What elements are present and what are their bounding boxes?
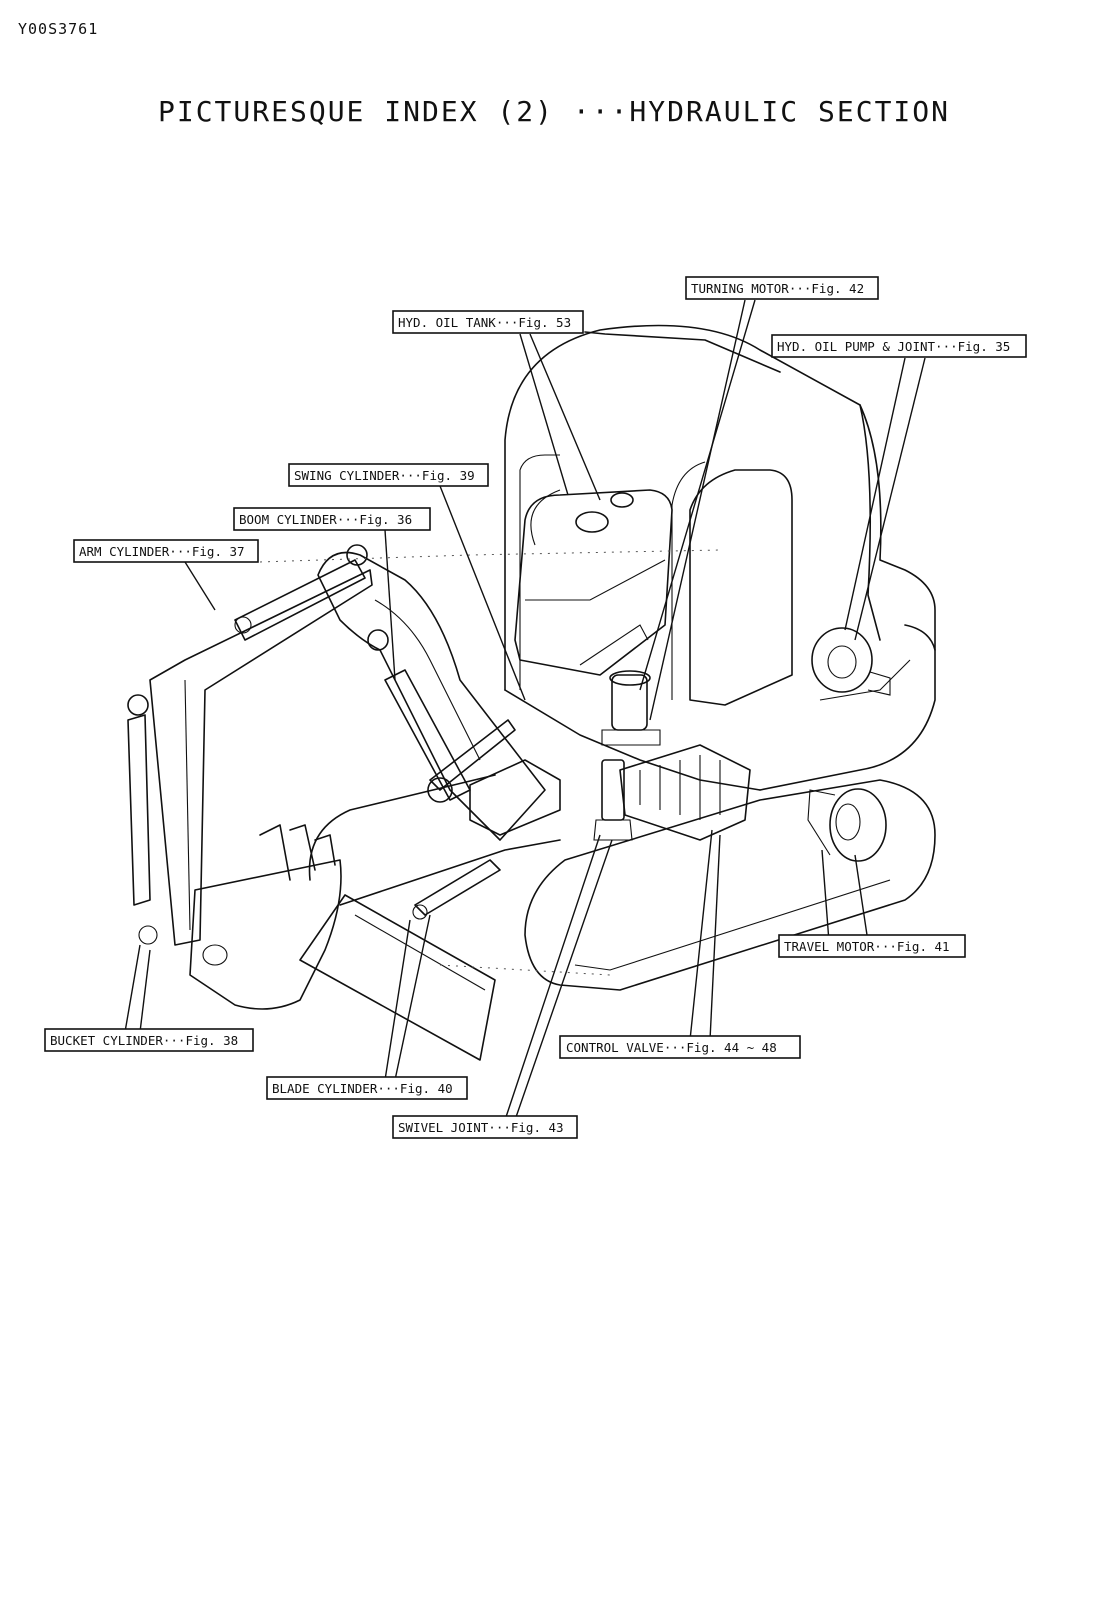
leader-control-valve	[689, 829, 713, 1041]
dozer-blade	[299, 894, 496, 1061]
callout-control-valve-label: CONTROL VALVE···Fig. 44 ~ 48	[566, 1040, 777, 1055]
swing-bracket	[469, 759, 561, 836]
tank-front-face	[525, 559, 666, 601]
callout-arm-cylinder-label: ARM CYLINDER···Fig. 37	[79, 544, 245, 559]
leader-turning-motor-2	[649, 299, 746, 721]
leader-boom-cylinder	[384, 529, 396, 681]
leader-swivel-joint-2	[514, 839, 613, 1121]
counterweight	[759, 624, 936, 791]
leader-blade-cylinder-2	[394, 914, 431, 1081]
boom-cylinder	[384, 669, 471, 801]
arm	[149, 569, 373, 946]
leader-hyd-oil-tank-2	[529, 333, 601, 501]
leader-bucket-cylinder-2	[139, 949, 151, 1033]
callout-travel-motor-label: TRAVEL MOTOR···Fig. 41	[784, 939, 950, 954]
boom-cylinder-pin-top	[367, 629, 389, 651]
callout-bucket-cylinder: BUCKET CYLINDER···Fig. 38	[44, 1028, 254, 1052]
right-track	[524, 779, 936, 991]
leader-hyd-oil-pump	[844, 357, 906, 631]
cab-outline	[504, 324, 881, 691]
callout-swivel-joint-label: SWIVEL JOINT···Fig. 43	[398, 1120, 564, 1135]
callout-hyd-oil-tank: HYD. OIL TANK···Fig. 53	[392, 310, 584, 334]
document-id: Y00S3761	[18, 20, 99, 38]
callout-control-valve: CONTROL VALVE···Fig. 44 ~ 48	[559, 1035, 801, 1059]
callout-travel-motor: TRAVEL MOTOR···Fig. 41	[778, 934, 966, 958]
callout-arm-cylinder: ARM CYLINDER···Fig. 37	[73, 539, 259, 563]
blade-cylinder-pin	[412, 904, 428, 920]
leader-swing-cylinder	[439, 485, 526, 701]
callout-bucket-cylinder-label: BUCKET CYLINDER···Fig. 38	[50, 1033, 238, 1048]
right-track-inner	[574, 879, 891, 971]
arm-inner	[184, 679, 191, 931]
bucket	[189, 859, 342, 1010]
leader-hyd-oil-pump-2	[854, 357, 926, 641]
turning-motor-top	[609, 670, 651, 686]
control-valve-block	[619, 744, 751, 841]
tank-filler-cap	[575, 511, 609, 533]
bucket-link	[202, 944, 228, 966]
hyd-oil-pump-shaft	[867, 671, 891, 696]
boom-front-plate	[374, 599, 481, 761]
bucket-link-pin	[138, 925, 158, 945]
swing-cylinder	[429, 719, 516, 791]
tank-breather-cap	[610, 492, 634, 508]
hidden-line-upper	[259, 549, 721, 563]
leader-hyd-oil-tank	[519, 333, 569, 496]
callout-turning-motor: TURNING MOTOR···Fig. 42	[685, 276, 879, 300]
boom-cylinder-pin-bottom	[427, 777, 453, 803]
callout-blade-cylinder: BLADE CYLINDER···Fig. 40	[266, 1076, 468, 1100]
travel-motor-hub	[835, 803, 861, 841]
tank-strap	[579, 624, 649, 666]
callout-hyd-oil-pump: HYD. OIL PUMP & JOINT···Fig. 35	[771, 334, 1027, 358]
left-track	[308, 774, 496, 881]
callout-hyd-oil-tank-label: HYD. OIL TANK···Fig. 53	[398, 315, 571, 330]
leader-blade-cylinder	[384, 919, 411, 1081]
hyd-oil-pump	[811, 627, 873, 693]
excavator-illustration	[127, 324, 936, 1061]
leader-arm-cylinder	[184, 561, 216, 611]
leader-bucket-cylinder	[124, 944, 141, 1033]
control-valve-spools	[639, 755, 721, 820]
page-title: PICTURESQUE INDEX (2) ···HYDRAULIC SECTI…	[157, 95, 950, 128]
travel-motor	[829, 788, 887, 862]
tank-handle	[530, 489, 561, 546]
bucket-teeth	[259, 824, 336, 881]
hyd-oil-tank	[514, 489, 673, 676]
callout-blade-cylinder-label: BLADE CYLINDER···Fig. 40	[272, 1081, 453, 1096]
track-frame	[339, 839, 561, 906]
arm-cylinder	[234, 559, 366, 641]
hyd-oil-pump-hub	[827, 645, 857, 679]
cab-right-edge	[859, 404, 936, 651]
leader-swivel-joint	[504, 834, 601, 1121]
callout-swing-cylinder: SWING CYLINDER···Fig. 39	[288, 463, 489, 487]
leader-turning-motor	[639, 299, 756, 691]
turning-motor-flange	[601, 729, 661, 746]
bucket-cylinder-pin	[127, 694, 149, 716]
callout-swivel-joint: SWIVEL JOINT···Fig. 43	[392, 1115, 578, 1139]
dozer-blade-edge	[354, 914, 486, 991]
cab-left-window	[519, 454, 560, 690]
arm-cylinder-rod-end	[234, 616, 252, 634]
callout-boom-cylinder-label: BOOM CYLINDER···Fig. 36	[239, 512, 412, 527]
cab-door-edge	[671, 461, 706, 700]
callout-hyd-oil-pump-label: HYD. OIL PUMP & JOINT···Fig. 35	[777, 339, 1010, 354]
callout-swing-cylinder-label: SWING CYLINDER···Fig. 39	[294, 468, 475, 483]
counterweight-step	[819, 659, 911, 701]
leader-lines	[124, 299, 926, 1121]
cab-roof	[584, 331, 781, 373]
cab-door-window	[689, 469, 793, 706]
callout-turning-motor-label: TURNING MOTOR···Fig. 42	[691, 281, 864, 296]
leader-control-valve-2	[709, 834, 721, 1041]
blade-cylinder	[414, 859, 501, 916]
bucket-cylinder	[127, 714, 151, 906]
travel-motor-housing	[807, 789, 836, 856]
boom	[317, 551, 546, 841]
callout-boom-cylinder: BOOM CYLINDER···Fig. 36	[233, 507, 431, 531]
arm-cylinder-pin	[346, 544, 368, 566]
